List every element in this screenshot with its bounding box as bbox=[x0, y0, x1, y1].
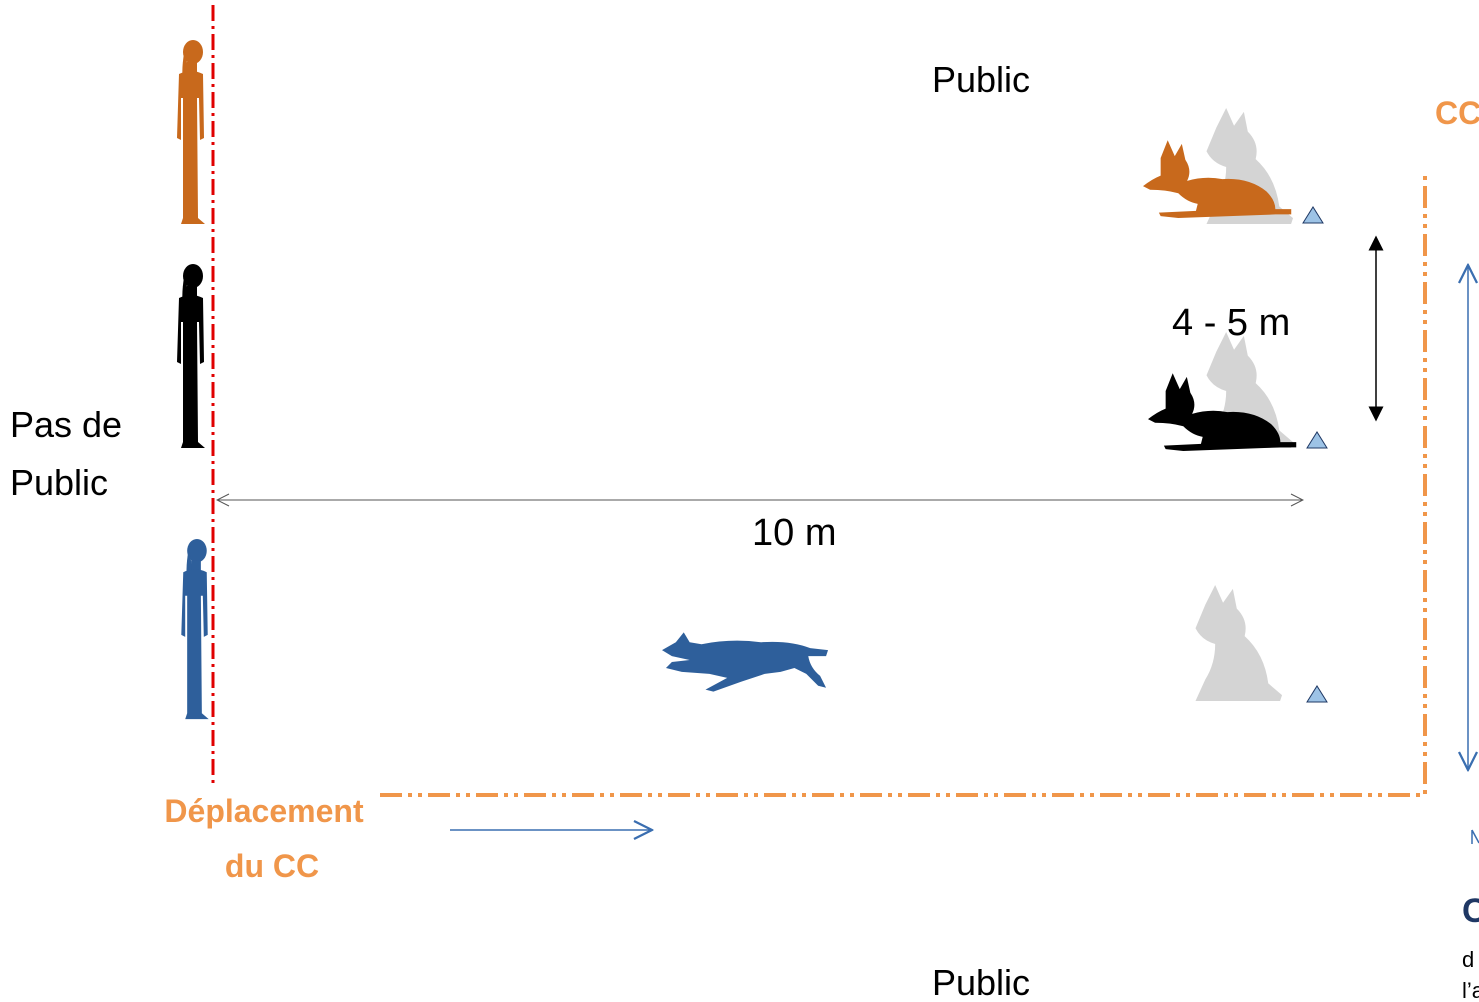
woman-silhouette-icon bbox=[177, 264, 205, 448]
public-top-label: Public bbox=[932, 59, 1030, 100]
cut-heading: C bbox=[1462, 892, 1479, 930]
cone-marker-icon bbox=[1306, 431, 1328, 449]
no-public-label-line1: Pas de bbox=[10, 404, 122, 445]
ring-boundary bbox=[380, 172, 1427, 797]
cone-marker-icon bbox=[1302, 206, 1324, 224]
distance-10m-label: 10 m bbox=[752, 512, 836, 554]
running-dog-icon bbox=[662, 632, 829, 692]
ghost-dog-icon bbox=[1195, 585, 1283, 702]
partial-arrow-icon bbox=[1471, 829, 1479, 844]
distance-4-5m-label: 4 - 5 m bbox=[1172, 302, 1290, 344]
cone-marker-icon bbox=[1306, 685, 1328, 703]
cc-move-label-line2: du CC bbox=[225, 848, 319, 884]
cc-move-label-line1: Déplacement bbox=[164, 793, 364, 829]
man-silhouette-icon bbox=[181, 538, 209, 720]
cut-line-2: l’a bbox=[1462, 978, 1479, 1002]
public-bottom-label: Public bbox=[932, 962, 1030, 1002]
cc-corner-label: CC bbox=[1435, 95, 1479, 131]
woman-silhouette-icon bbox=[177, 40, 205, 224]
no-public-label-line2: Public bbox=[10, 462, 108, 503]
cut-line-1: d bbox=[1462, 947, 1474, 972]
